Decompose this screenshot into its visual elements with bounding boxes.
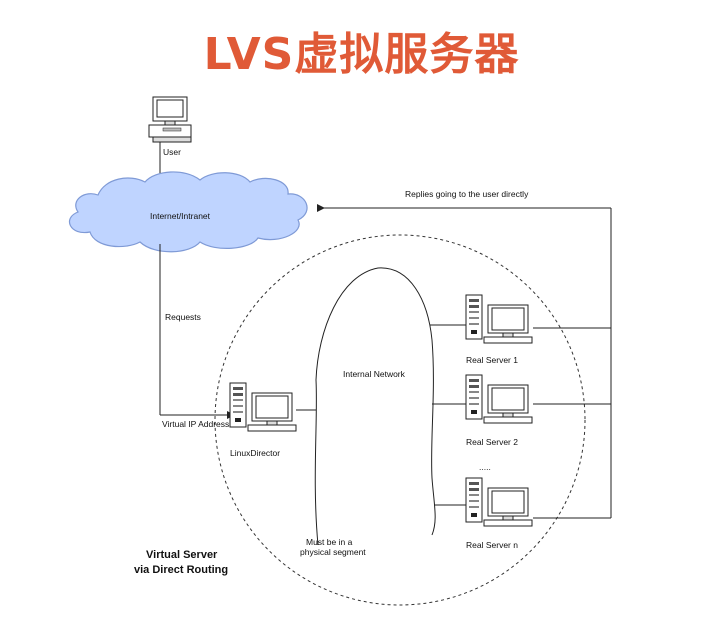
vip-label: Virtual IP Address <box>162 419 229 429</box>
replies-label: Replies going to the user directly <box>405 189 529 199</box>
cloud-icon <box>68 171 308 253</box>
real-server-n-label: Real Server n <box>466 540 518 550</box>
segment-label-line2: physical segment <box>300 547 366 557</box>
real-server-1-label: Real Server 1 <box>466 355 518 365</box>
real-server-1-icon <box>465 294 533 344</box>
caption-line1: Virtual Server <box>146 549 218 561</box>
internal-network-arch <box>314 267 436 546</box>
real-server-n-icon <box>465 477 533 527</box>
internal-network-label: Internal Network <box>343 369 406 379</box>
director-label: LinuxDirector <box>230 448 280 458</box>
page-title: LVS虚拟服务器 <box>203 29 520 80</box>
requests-label: Requests <box>165 312 201 322</box>
user-label: User <box>163 147 181 157</box>
user-computer-icon <box>148 96 192 143</box>
real-server-2-label: Real Server 2 <box>466 437 518 447</box>
internet-label: Internet/Intranet <box>150 211 211 221</box>
segment-label-line1: Must be in a <box>306 537 353 547</box>
virtual-server-boundary <box>214 234 586 606</box>
ellipsis: ..... <box>479 462 491 472</box>
caption-line2: via Direct Routing <box>134 564 228 576</box>
director-server-icon <box>229 382 297 432</box>
real-server-2-icon <box>465 374 533 424</box>
